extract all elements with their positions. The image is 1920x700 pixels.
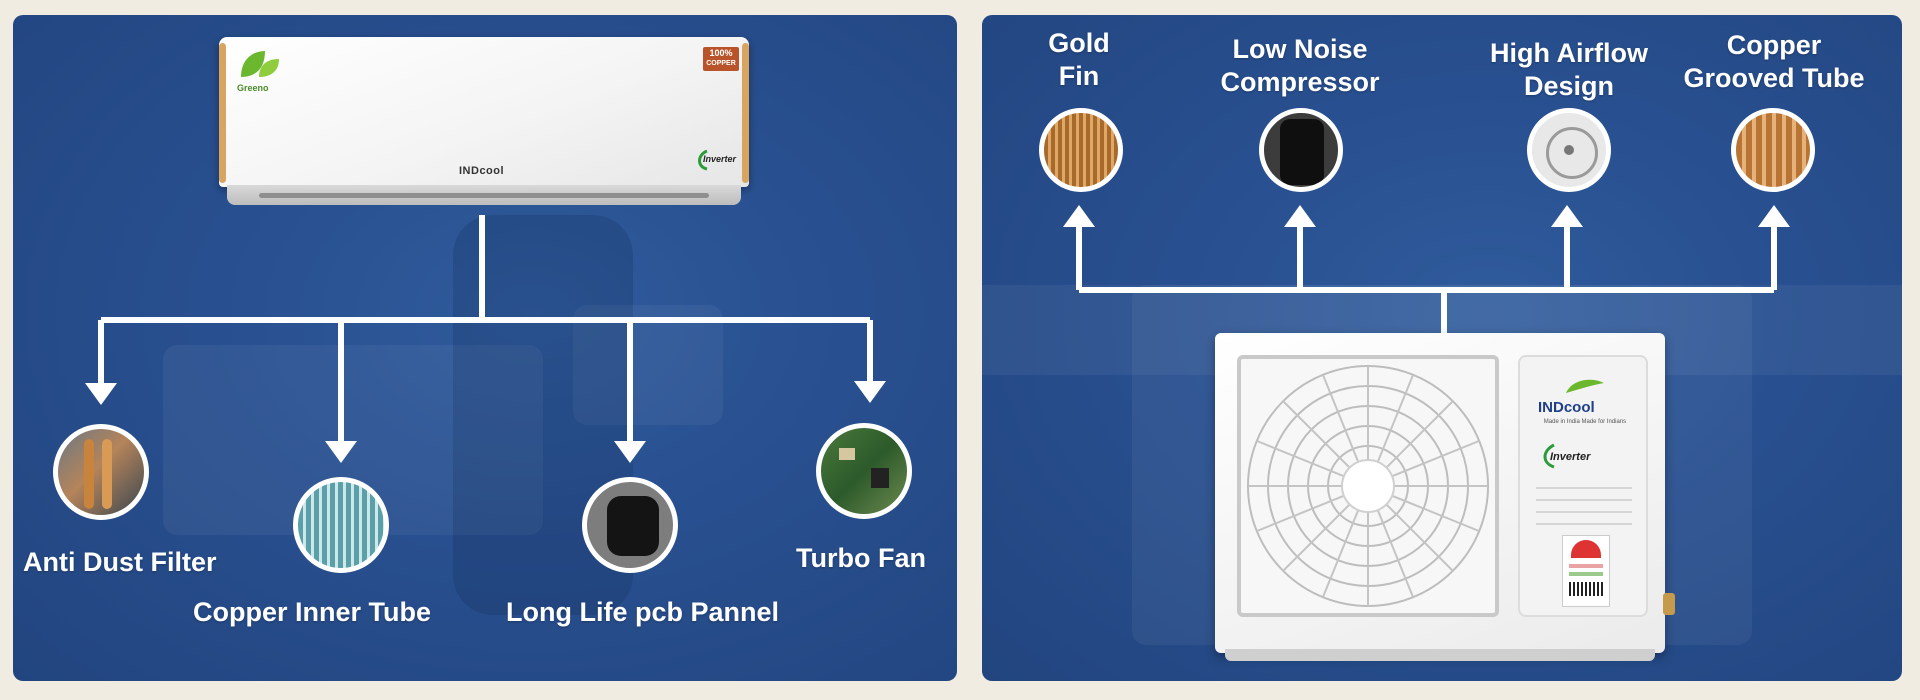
outdoor-side-panel: INDcool Made in India Made for Indians I… xyxy=(1518,355,1648,617)
gold-trim-right xyxy=(742,43,749,183)
grooved-tube-line2: Grooved Tube xyxy=(1683,63,1865,93)
gold-trim-left xyxy=(219,43,226,183)
background-lamp xyxy=(573,305,723,425)
brass-valve xyxy=(1663,593,1675,615)
brand-leaf-icon xyxy=(1566,379,1604,393)
feature-label-copper-inner-tube: Copper Inner Tube xyxy=(193,597,432,627)
grooved-tube-line1: Copper xyxy=(1726,30,1822,60)
indoor-inverter-badge: Inverter xyxy=(703,154,737,164)
fan-icon xyxy=(1527,108,1611,192)
fan-grille xyxy=(1237,355,1499,617)
gold-fin-line2: Fin xyxy=(1058,61,1100,91)
high-airflow-line1: High Airflow xyxy=(1490,38,1648,68)
outdoor-inverter-badge: Inverter xyxy=(1550,451,1591,463)
feature-label-low-noise-compressor: Low Noise Compressor xyxy=(1200,33,1400,99)
copper-badge-line2: COPPER xyxy=(706,60,736,67)
indoor-ac-unit: Greeno 100% COPPER INDcool Inverter xyxy=(219,37,749,212)
indoor-unit-panel: Greeno 100% COPPER INDcool Inverter Anti… xyxy=(13,15,957,681)
feature-label-gold-fin: Gold Fin xyxy=(1019,27,1139,93)
compressor-icon xyxy=(1259,108,1343,192)
feature-label-copper-grooved-tube: Copper Grooved Tube xyxy=(1674,29,1874,95)
inverter-swoosh-icon xyxy=(698,149,708,171)
outdoor-brand-logo: INDcool xyxy=(1538,399,1595,416)
feature-label-anti-dust-filter: Anti Dust Filter xyxy=(23,547,217,577)
outdoor-fan-icon xyxy=(1247,365,1489,607)
feature-label-turbo-fan: Turbo Fan xyxy=(796,543,926,573)
indoor-brand-logo: INDcool xyxy=(459,165,505,177)
copper-pipe-coil-icon xyxy=(53,424,149,520)
feature-label-high-airflow-design: High Airflow Design xyxy=(1469,37,1669,103)
gold-fin-line1: Gold xyxy=(1048,28,1110,58)
energy-star-rating-label xyxy=(1562,535,1610,607)
copper-fin-tube-icon xyxy=(293,477,389,573)
copper-badge-line1: 100% xyxy=(709,48,733,58)
outdoor-inverter-swoosh-icon xyxy=(1543,443,1555,469)
outdoor-ac-unit: INDcool Made in India Made for Indians I… xyxy=(1215,333,1675,668)
eco-badge-label: Greeno xyxy=(237,83,269,93)
outdoor-connector-lines xyxy=(1063,205,1790,333)
feature-label-long-life-pcb: Long Life pcb Pannel xyxy=(506,597,780,627)
leaf-icon xyxy=(241,51,279,77)
pcb-board-icon xyxy=(816,423,912,519)
indoor-connector-lines xyxy=(85,215,886,463)
low-noise-line1: Low Noise xyxy=(1232,34,1368,64)
gold-fin-icon xyxy=(1039,108,1123,192)
low-noise-line2: Compressor xyxy=(1220,67,1380,97)
motor-icon xyxy=(582,477,678,573)
grooved-tube-icon xyxy=(1731,108,1815,192)
high-airflow-line2: Design xyxy=(1523,71,1615,101)
copper-badge: 100% COPPER xyxy=(703,47,739,71)
outdoor-unit-panel: Gold Fin Low Noise Compressor High Airfl… xyxy=(982,15,1902,681)
outdoor-brand-tagline: Made in India Made for Indians xyxy=(1543,419,1627,425)
